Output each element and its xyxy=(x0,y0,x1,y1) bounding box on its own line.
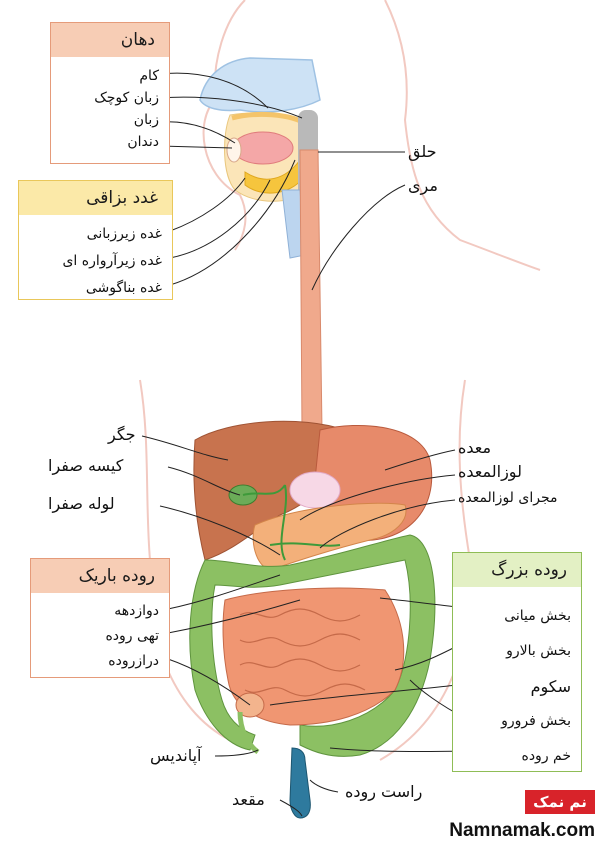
liver-label: جگر xyxy=(108,425,136,444)
small-intestine-box: روده باریک دوازدهه تهی روده درازروده xyxy=(30,558,170,678)
mouth-teeth-label: دندان xyxy=(51,131,169,153)
gallbladder-label: کیسه صفرا xyxy=(48,456,123,475)
rectum-label: راست روده xyxy=(345,782,422,801)
small-intestine-jejunum-label: تهی روده xyxy=(31,624,169,649)
large-intestine-box-title: روده بزرگ xyxy=(453,553,581,587)
mouth-tongue-label: زبان xyxy=(51,109,169,131)
large-intestine-cecum-label: سکوم xyxy=(453,669,581,704)
pancreatic-duct-label: مجرای لوزالمعده xyxy=(458,490,558,506)
pancreas-label: لوزالمعده xyxy=(458,462,522,481)
salivary-submandibular-label: غده زیرآرواره ای xyxy=(19,248,172,275)
small-intestine-ileum-label: درازروده xyxy=(31,649,169,674)
salivary-parotid-label: غده بناگوشی xyxy=(19,275,172,302)
anus-label: مقعد xyxy=(232,790,265,809)
teeth xyxy=(227,138,241,162)
tongue xyxy=(233,132,293,164)
brand-url[interactable]: Namnamak.com xyxy=(405,820,595,842)
mouth-box: دهان کام زبان کوچک زبان دندان xyxy=(50,22,170,164)
mouth-palate-label: کام xyxy=(51,65,169,87)
salivary-box-title: غدد بزاقی xyxy=(19,181,172,215)
stomach-highlight xyxy=(290,472,340,508)
esophagus-shape xyxy=(300,150,322,430)
large-intestine-ascending-label: بخش بالارو xyxy=(453,634,581,669)
esophagus-label: مری xyxy=(408,176,438,195)
large-intestine-box: روده بزرگ بخش میانی بخش بالارو سکوم بخش … xyxy=(452,552,582,772)
large-intestine-sigmoid-label: خم روده xyxy=(453,739,581,774)
brand-logo: نم نمک xyxy=(525,790,595,814)
mouth-box-title: دهان xyxy=(51,23,169,57)
small-intestine-duodenum-label: دوازدهه xyxy=(31,599,169,624)
large-intestine-descending-label: بخش فرورو xyxy=(453,704,581,739)
bile-duct-label: لوله صفرا xyxy=(48,494,115,513)
small-intestine-box-title: روده باریک xyxy=(31,559,169,593)
appendix-label: آپاندیس xyxy=(150,746,201,765)
pharynx-label: حلق xyxy=(408,142,437,161)
mouth-uvula-label: زبان کوچک xyxy=(51,87,169,109)
stomach-label: معده xyxy=(458,438,491,457)
salivary-box: غدد بزاقی غده زیرزبانی غده زیرآرواره ای … xyxy=(18,180,173,300)
salivary-sublingual-label: غده زیرزبانی xyxy=(19,221,172,248)
nasal-cavity xyxy=(200,58,320,112)
large-intestine-transverse-label: بخش میانی xyxy=(453,599,581,634)
